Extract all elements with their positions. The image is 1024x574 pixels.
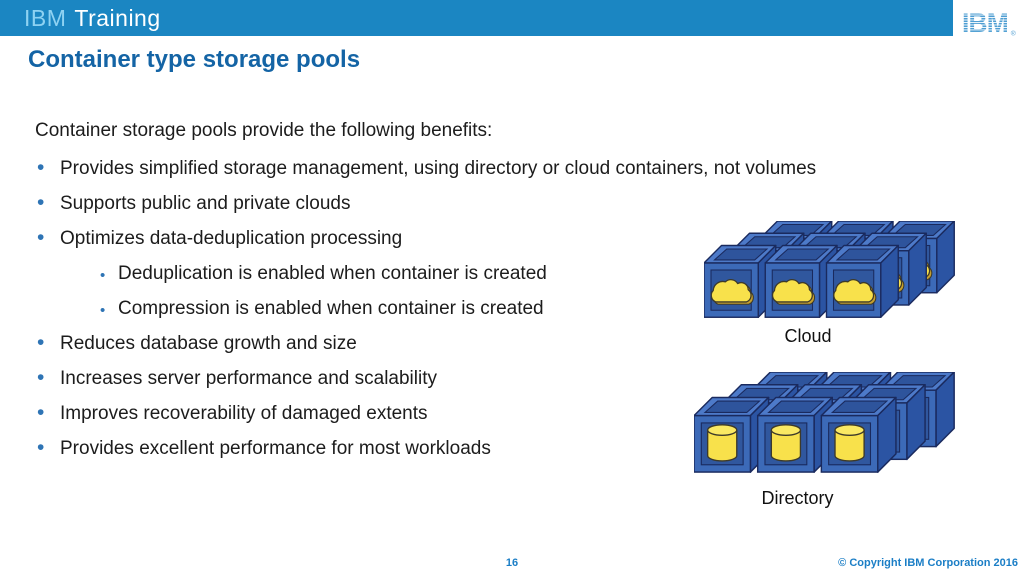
ibm-logo-icon: IBM ® xyxy=(962,8,1016,37)
directory-figure-label: Directory xyxy=(761,487,834,508)
ibm-logo-text: IBM xyxy=(962,8,1008,37)
intro-text: Container storage pools provide the foll… xyxy=(35,120,493,141)
bullet-item: Improves recoverability of damaged exten… xyxy=(35,403,845,424)
slide-body: Container storage pools provide the foll… xyxy=(35,120,845,474)
sub-bullet-item: Deduplication is enabled when container … xyxy=(35,264,845,287)
bullet-item: Reduces database growth and size xyxy=(35,333,845,354)
copyright-text: © Copyright IBM Corporation 2016 xyxy=(838,557,1018,569)
registered-mark-icon: ® xyxy=(1011,29,1016,37)
bullet-item: Provides excellent performance for most … xyxy=(35,438,845,459)
bullet-item: Increases server performance and scalabi… xyxy=(35,368,845,389)
bullet-item: Optimizes data-deduplication processing xyxy=(35,228,845,249)
brand-training-text: Training xyxy=(74,4,161,31)
bullet-item: Supports public and private clouds xyxy=(35,193,845,214)
benefits-list: Provides simplified storage management, … xyxy=(35,158,845,459)
bullet-item: Provides simplified storage management, … xyxy=(35,158,845,179)
cloud-figure-label: Cloud xyxy=(784,326,832,346)
sub-bullet-item: Compression is enabled when container is… xyxy=(35,299,845,322)
cloud-containers-figure: Cloud xyxy=(704,221,956,347)
cloud-containers-icon xyxy=(704,221,956,319)
directory-containers-icon xyxy=(694,372,956,474)
page-number: 16 xyxy=(505,557,519,569)
brand-ibm-text: IBM xyxy=(24,4,67,31)
page-title: Container type storage pools xyxy=(28,46,361,73)
directory-containers-figure: Directory xyxy=(694,372,956,509)
header-bar: IBM Training xyxy=(0,0,953,36)
